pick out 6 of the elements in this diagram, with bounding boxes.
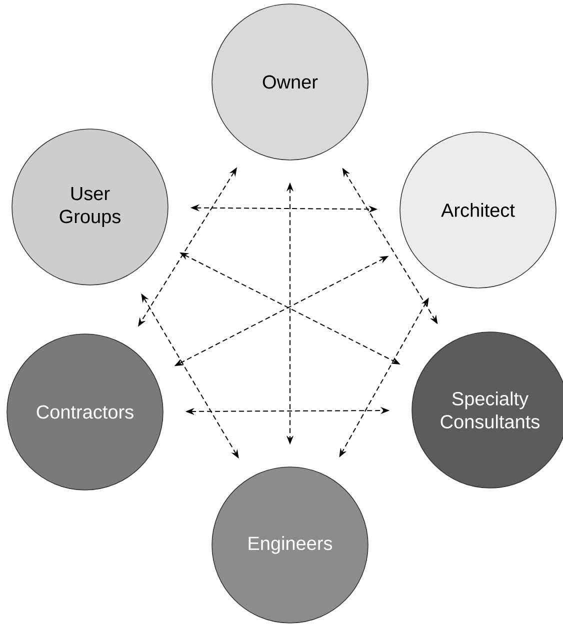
circle-node: Engineers — [212, 466, 368, 624]
circle-node: Architect — [400, 132, 556, 288]
circle-node: User Groups — [12, 128, 168, 286]
circle-node: Owner — [212, 4, 368, 160]
circle-node: Contractors — [6, 334, 164, 490]
circle-node: Specialty Consultants — [412, 332, 563, 488]
